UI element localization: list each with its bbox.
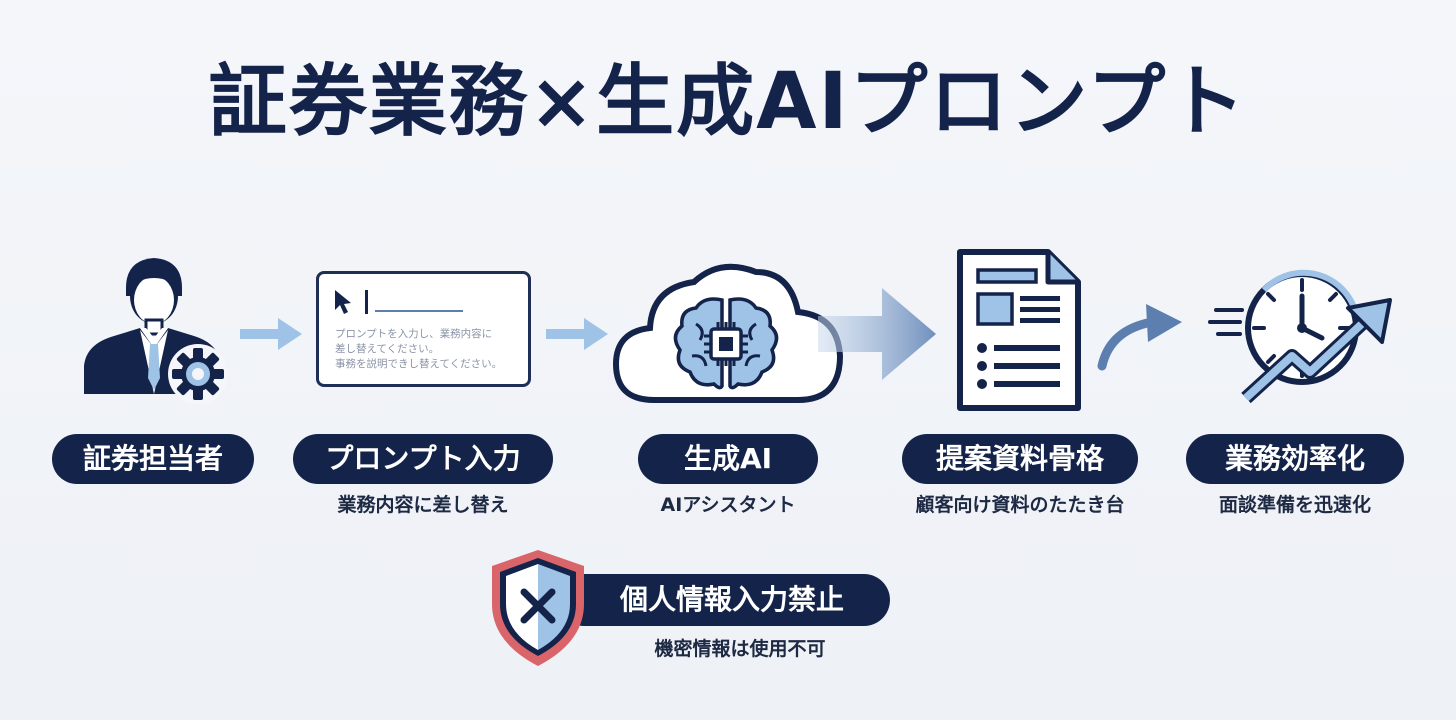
step-label-4: 提案資料骨格 (902, 434, 1138, 484)
step-sub-3: AIアシスタント (660, 494, 796, 516)
prompt-line-3: 事務を説明できし替えてください。 (335, 358, 503, 370)
flow-arrow-1 (240, 318, 302, 350)
page-title: 証券業務×生成AIプロンプト (208, 57, 1248, 147)
prompt-card-icon: プロンプトを入力し、業務内容に 差し替えてください。 事務を説明できし替えてくだ… (316, 271, 531, 387)
clock-growth-icon (1208, 269, 1392, 404)
step-sub-5: 面談準備を迅速化 (1218, 494, 1371, 516)
warning-label: 個人情報入力禁止 (558, 574, 890, 626)
document-icon (957, 249, 1081, 411)
prompt-line-1: プロンプトを入力し、業務内容に (335, 328, 493, 340)
step-label-2: プロンプト入力 (293, 434, 553, 484)
step-sub-2: 業務内容に差し替え (337, 494, 509, 516)
step-label-1: 証券担当者 (52, 434, 254, 484)
businessman-gear-icon (84, 258, 228, 404)
flow-arrow-2 (546, 318, 608, 350)
step-sub-4: 顧客向け資料のたたき台 (915, 494, 1125, 516)
cloud-brain-icon (612, 263, 844, 403)
step-label-3: 生成AI (638, 434, 818, 484)
flow-arrow-3 (818, 288, 936, 380)
flow-arrow-4 (1097, 304, 1182, 371)
step-label-5: 業務効率化 (1186, 434, 1404, 484)
shield-x-icon (492, 550, 584, 666)
warning-sub: 機密情報は使用不可 (654, 638, 826, 660)
prompt-line-2: 差し替えてください。 (335, 343, 440, 355)
